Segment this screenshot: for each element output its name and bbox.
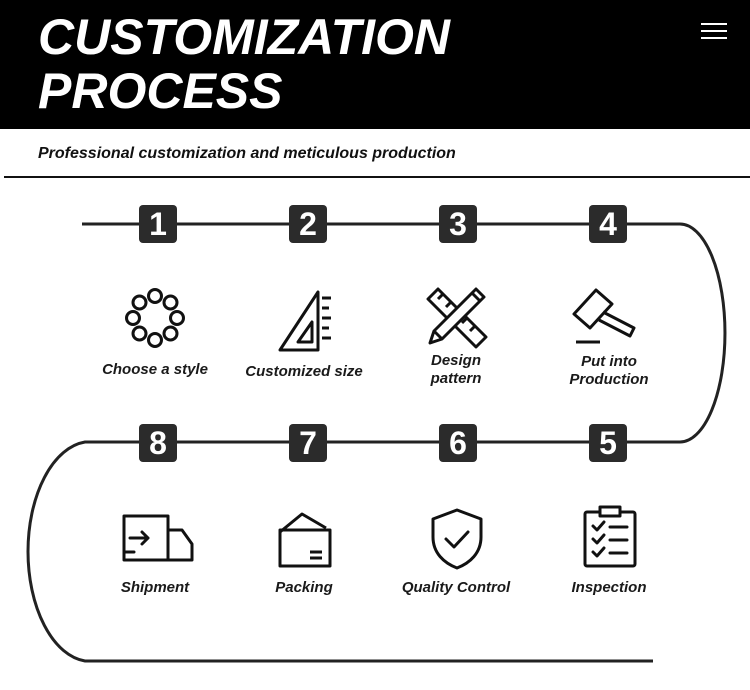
pencil-ruler-icon xyxy=(426,287,488,349)
step-label-quality-control: Quality Control xyxy=(401,579,511,596)
bead-ring-icon xyxy=(125,288,185,348)
checklist-icon xyxy=(583,505,637,568)
step-number-badge: 2 xyxy=(289,205,327,243)
page-title-line-2: PROCESS xyxy=(38,63,283,119)
gavel-icon xyxy=(572,288,636,344)
triangle-ruler-icon xyxy=(278,290,331,352)
delivery-truck-icon xyxy=(122,514,194,562)
step-label-shipment: Shipment xyxy=(120,579,190,596)
step-label-put-into-production: Put into Production xyxy=(569,353,649,388)
hamburger-menu-icon[interactable] xyxy=(699,20,729,42)
step-number-badge: 8 xyxy=(139,424,177,462)
divider xyxy=(4,176,750,178)
step-label-choose-style: Choose a style xyxy=(102,361,208,378)
step-label-packing: Packing xyxy=(275,579,333,596)
subtitle: Professional customization and meticulou… xyxy=(38,145,456,162)
step-number-badge: 4 xyxy=(589,205,627,243)
step-number-badge: 1 xyxy=(139,205,177,243)
step-number-badge: 3 xyxy=(439,205,477,243)
step-number-badge: 6 xyxy=(439,424,477,462)
step-label-customized-size: Customized size xyxy=(245,363,363,380)
step-number-badge: 5 xyxy=(589,424,627,462)
package-icon xyxy=(278,512,332,568)
step-label-inspection: Inspection xyxy=(571,579,647,596)
header-banner: CUSTOMIZATION PROCESS xyxy=(0,0,750,129)
step-number-badge: 7 xyxy=(289,424,327,462)
page-title-line-1: CUSTOMIZATION xyxy=(38,9,451,65)
shield-check-icon xyxy=(431,508,483,570)
step-label-design-pattern: Design pattern xyxy=(430,352,482,387)
